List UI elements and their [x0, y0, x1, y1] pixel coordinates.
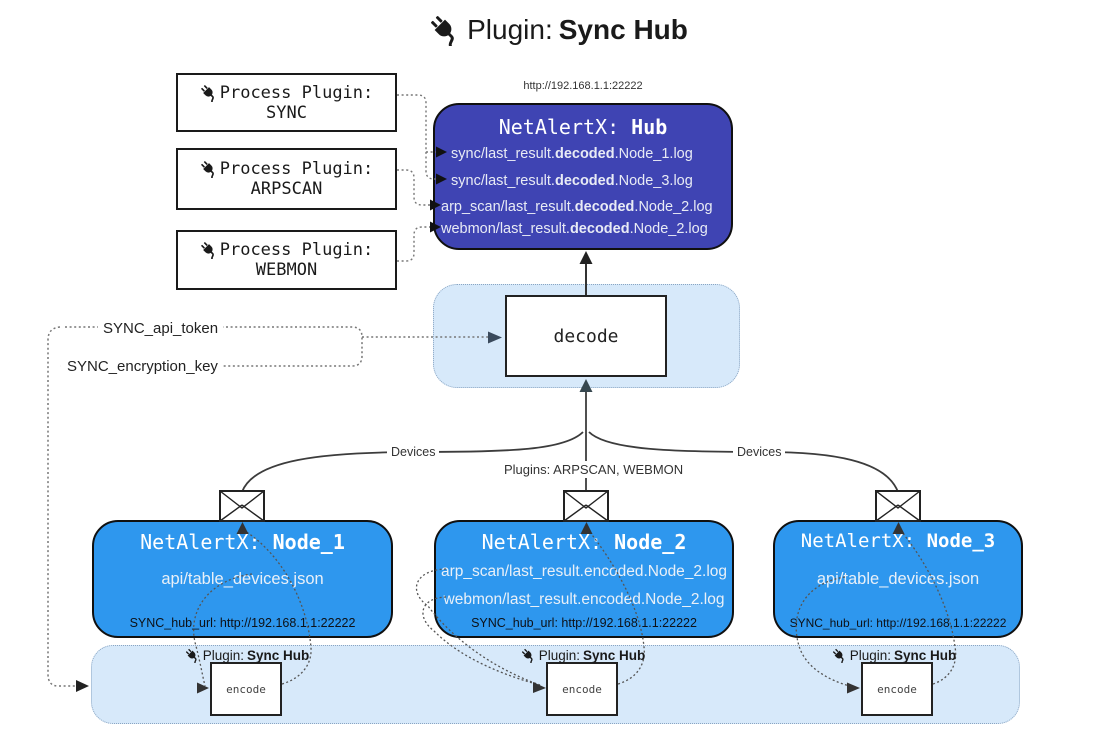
devices-edge-label-left: Devices — [387, 444, 440, 460]
node-title: NetAlertX: Node_3 — [800, 530, 996, 552]
hub-title: NetAlertX: Hub — [498, 115, 668, 139]
sync-api-token-label: SYNC_api_token — [98, 320, 224, 337]
node-hub-url: SYNC_hub_url: http://192.168.1.1:22222 — [129, 616, 356, 630]
hub-box: NetAlertX: Hub sync/last_result.decoded.… — [433, 103, 733, 250]
plugin-to-hub-connectors — [397, 94, 437, 262]
encode-box-1: encode — [210, 662, 282, 716]
decode-box: decode — [505, 295, 667, 377]
node-box-3: NetAlertX: Node_3 api/table_devices.json… — [773, 520, 1023, 638]
plug-icon — [200, 84, 214, 102]
hub-log-line: sync/last_result.decoded.Node_3.log — [451, 173, 693, 189]
process-plugin-box-sync: Process Plugin: SYNC — [176, 73, 397, 132]
sync-hub-plugin-badge-2: Plugin:Sync Hub — [508, 648, 658, 663]
hub-up-arrow-icon — [579, 251, 593, 264]
encode-box-3: encode — [861, 662, 933, 716]
hub-log-line: sync/last_result.decoded.Node_1.log — [451, 146, 693, 162]
hub-log-line: arp_scan/last_result.decoded.Node_2.log — [441, 199, 713, 215]
node-file: api/table_devices.json — [161, 570, 324, 588]
node-title: NetAlertX: Node_1 — [140, 530, 345, 554]
plug-icon — [431, 16, 454, 46]
sync-hub-plugin-badge-3: Plugin:Sync Hub — [819, 648, 969, 663]
process-plugin-name: ARPSCAN — [250, 179, 323, 199]
process-plugin-box-arpscan: Process Plugin: ARPSCAN — [176, 148, 397, 210]
encode-box-2: encode — [546, 662, 618, 716]
plugins-edge-label: Plugins: ARPSCAN, WEBMON — [500, 461, 683, 478]
sync-hub-plugin-badge-1: Plugin:Sync Hub — [172, 648, 322, 663]
process-plugin-name: WEBMON — [255, 260, 318, 280]
process-plugin-box-webmon: Process Plugin: WEBMON — [176, 230, 397, 290]
node-title: NetAlertX: Node_2 — [481, 530, 687, 554]
plug-icon — [200, 161, 214, 178]
process-plugin-label: Process Plugin: — [219, 82, 374, 103]
plug-icon — [521, 648, 533, 663]
node-box-1: NetAlertX: Node_1 api/table_devices.json… — [92, 520, 393, 638]
band-input-arrow-icon — [76, 680, 89, 692]
envelope-icon-3 — [875, 490, 921, 522]
plug-icon — [832, 648, 844, 663]
page-title: Plugin: Sync Hub — [0, 14, 1117, 46]
title-bold: Sync Hub — [558, 14, 688, 45]
devices-edge-label-right: Devices — [733, 444, 786, 460]
hub-url-label: http://192.168.1.1:22222 — [523, 80, 643, 92]
plug-icon — [185, 648, 197, 663]
process-plugin-label: Process Plugin: — [219, 240, 374, 260]
node-file: webmon/last_result.encoded.Node_2.log — [443, 591, 725, 608]
process-plugin-label: Process Plugin: — [219, 159, 374, 179]
node-file: api/table_devices.json — [816, 570, 980, 588]
title-label: Plugin: — [467, 14, 553, 45]
node-file: arp_scan/last_result.encoded.Node_2.log — [440, 563, 728, 580]
process-plugin-name: SYNC — [266, 102, 307, 123]
envelope-icon-1 — [219, 490, 265, 522]
node-hub-url: SYNC_hub_url: http://192.168.1.1:22222 — [471, 616, 697, 630]
sync-encryption-key-label: SYNC_encryption_key — [62, 358, 223, 375]
envelope-icon-2 — [563, 490, 609, 522]
node-hub-url: SYNC_hub_url: http://192.168.1.1:22222 — [789, 616, 1007, 630]
plug-icon — [200, 242, 214, 259]
hub-log-line: webmon/last_result.decoded.Node_2.log — [441, 221, 708, 237]
node-box-2: NetAlertX: Node_2 arp_scan/last_result.e… — [434, 520, 734, 638]
